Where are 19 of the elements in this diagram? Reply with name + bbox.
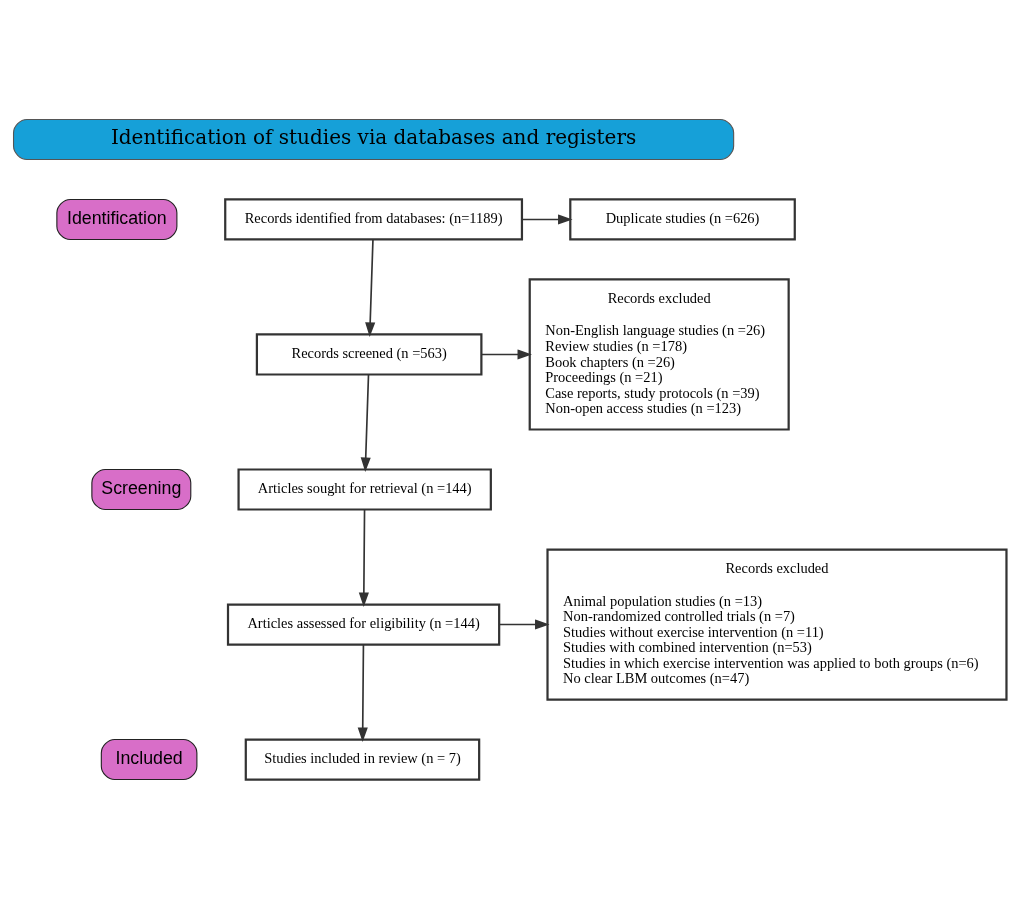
node-box: Identification of studies via databases and registers — [12, 118, 734, 160]
arrow — [357, 643, 368, 742]
node-box: Articles assessed for eligibility (n =144) — [226, 602, 500, 646]
node-box: Studies included in review (n = 7) — [244, 737, 480, 781]
node-box: Identification — [55, 198, 177, 240]
node-box: Articles sought for retrieval (n =144) — [236, 467, 492, 511]
node-box: Records screened (n =563) — [255, 332, 482, 376]
arrow — [364, 238, 375, 337]
arrow — [358, 508, 369, 607]
node-box: Duplicate studies (n =626) — [568, 197, 796, 241]
node-box: Screening — [90, 468, 191, 510]
arrow — [497, 618, 549, 630]
arrow — [360, 373, 371, 472]
arrow — [480, 348, 532, 360]
node-box: Records excluded Non-English language studies (n =26) Review studies (n =178) Book chapters (n =26) Proceedings (n =21) Case reports, study protocols (n =39) Non-open access studies (n =123) — [528, 277, 790, 431]
node-box: Records identified from databases: (n=1189) — [223, 197, 523, 241]
arrow — [520, 213, 572, 225]
node-box: Included — [100, 738, 197, 780]
node-box: Records excluded Animal population studies (n =13) Non-randomized controlled trials (n =7) Studies without exercise intervention (n =11) Studies with combined intervention (n=53) Studies in which exercise intervention was applied to both groups (n=6) No clear LBM outcomes (n=47) — [545, 547, 1008, 701]
